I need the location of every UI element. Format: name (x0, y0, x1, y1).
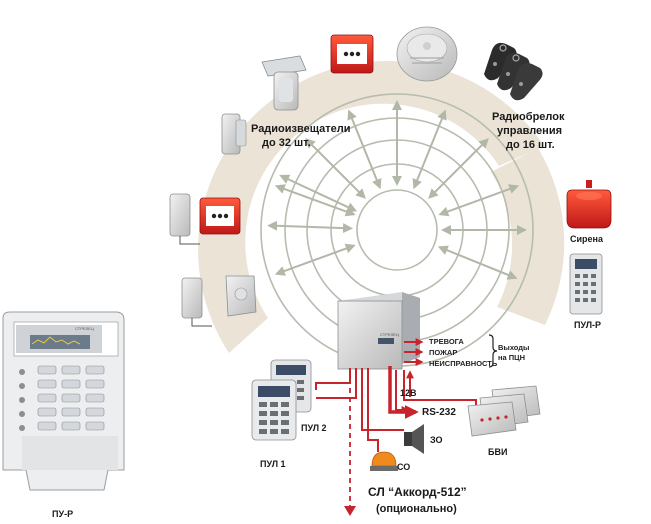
outputs-group-label-line1: Выходы (498, 343, 529, 352)
magnetic-contact-icon (221, 113, 247, 155)
svg-text:СТРЕЛЕЦ: СТРЕЛЕЦ (75, 326, 94, 331)
magnetic-contact-3-icon (181, 277, 212, 327)
radial-arrows (267, 100, 527, 280)
siren-icon (566, 180, 612, 229)
sl-dashed-line (344, 370, 356, 516)
radial-arrow-11 (279, 174, 358, 212)
beam-detector-icon (261, 55, 307, 111)
sl-label-line2: (опционально) (376, 503, 457, 515)
radial-arrow-1 (305, 138, 366, 199)
radial-arrow-10 (267, 220, 354, 234)
pul-2-label: ПУЛ 2 (301, 423, 327, 433)
radio-keyfob-label-line2: управления (497, 125, 562, 137)
radial-arrow-8 (437, 245, 518, 280)
keypad-pul-1-icon (251, 379, 297, 441)
zo-label: ЗО (430, 435, 443, 445)
radio-detectors-label-line2: до 32 шт. (262, 137, 311, 149)
outputs-brace (488, 334, 498, 368)
control-panel-icon: СТРЕЛЕЦ (337, 292, 420, 370)
sl-label-line1: СЛ “Аккорд-512” (368, 485, 467, 499)
radial-arrow-9 (274, 243, 356, 276)
strobe-light-icon (370, 451, 398, 471)
radial-arrow-2 (347, 109, 382, 190)
pu-r-left-label: ПУ-Р (52, 509, 73, 519)
pul-1-label: ПУЛ 1 (260, 459, 286, 469)
keyfob-icon (484, 42, 543, 101)
smoke-detector-icon (396, 26, 458, 82)
rs232-label: RS-232 (422, 407, 456, 418)
svg-text:СТРЕЛЕЦ: СТРЕЛЕЦ (380, 332, 399, 337)
bvi-icon (467, 385, 541, 437)
glass-break-detector-icon (225, 275, 257, 317)
radio-keyfob-label-line3: до 16 шт. (506, 139, 555, 151)
output-fire-label: ПОЖАР (429, 348, 457, 357)
fire-call-point-icon (330, 34, 374, 74)
output-alarm-label: ТРЕВОГА (429, 337, 464, 346)
radio-detectors-label-line1: Радиоизвещатели (251, 123, 351, 135)
siren-label: Сирена (570, 234, 604, 244)
radial-arrow-5 (428, 138, 489, 199)
outputs-group-label-line2: на ПЦН (498, 353, 525, 362)
keypad-pul-r-icon (569, 253, 603, 315)
wiring (315, 338, 477, 452)
radial-arrow-6 (438, 184, 520, 217)
bvi-label: БВИ (488, 447, 507, 457)
pul-r-right-label: ПУЛ-Р (574, 320, 601, 330)
radio-keyfob-label-line1: Радиобрелок (492, 111, 565, 123)
so-label: СО (397, 462, 410, 472)
output-fault-label: НЕИСПРАВНОСТЬ (429, 359, 498, 368)
magnetic-contact-2-icon (169, 193, 200, 245)
keypad-pu-r: СТРЕЛЕЦ (2, 311, 125, 491)
rs232-double-arrow (388, 366, 419, 419)
fire-call-point-2-icon (199, 197, 241, 235)
keypad-keys (37, 365, 105, 431)
12v-label: 12В (400, 388, 417, 398)
speaker-icon (404, 424, 424, 454)
